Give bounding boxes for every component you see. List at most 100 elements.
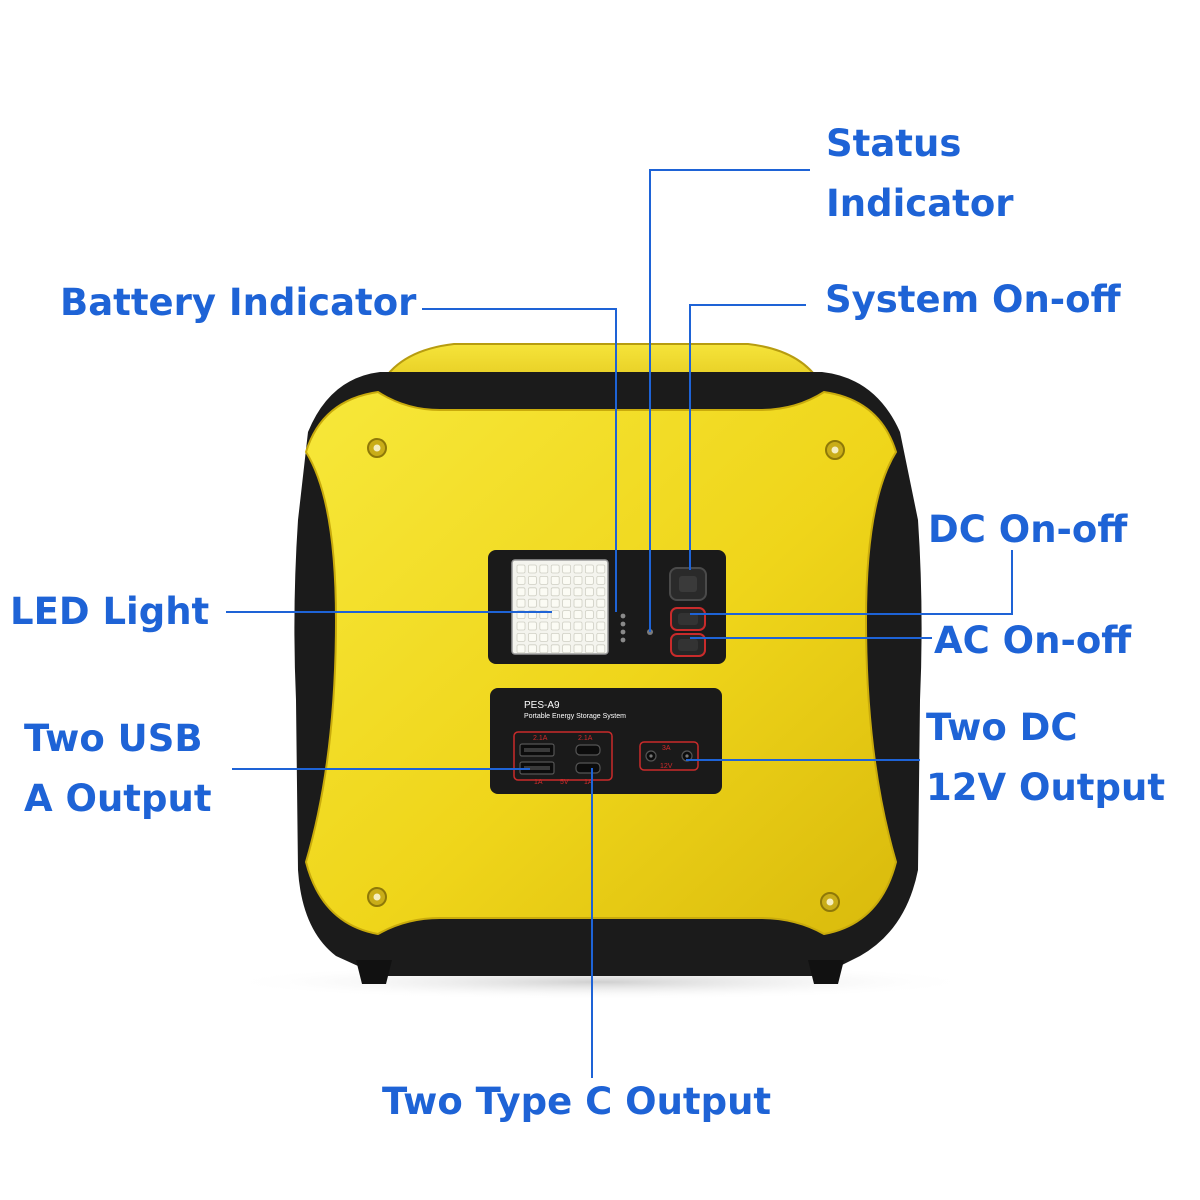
led-cell (573, 621, 583, 631)
screw-top-left (367, 438, 387, 458)
usb-output-group-outline (513, 731, 613, 781)
dc-voltage-rating: 12V (660, 763, 673, 770)
led-cell (539, 644, 549, 654)
screw-bottom-right (820, 892, 840, 912)
led-cell (539, 587, 549, 597)
led-cell (573, 610, 583, 619)
led-cell (585, 621, 594, 631)
label-led-light: LED Light (10, 590, 210, 633)
led-cell (539, 598, 549, 608)
label-dc-on-off: DC On-off (928, 508, 1128, 551)
led-cell (573, 576, 583, 585)
led-cell (585, 633, 594, 642)
usb-a-top-rating: 2.1A (533, 735, 548, 742)
battery-indicator-leds (620, 613, 626, 643)
usb-voltage-rating: 5V (560, 779, 569, 786)
led-cell (539, 621, 549, 631)
led-cell (516, 621, 526, 631)
leader-system-on-off (689, 304, 806, 570)
foot-left (356, 960, 392, 984)
led-cell (562, 564, 571, 574)
battery-led-dot (620, 629, 626, 635)
led-cell (516, 598, 526, 608)
led-cell (528, 564, 537, 574)
led-cell (573, 598, 583, 608)
leader-status-indicator (649, 169, 810, 632)
led-cell (550, 633, 560, 642)
screw-top-right (825, 440, 845, 460)
led-cell (550, 564, 560, 574)
led-cell (550, 576, 560, 585)
led-cell (516, 564, 526, 574)
usb-a-port-top[interactable] (519, 743, 555, 757)
led-cell (528, 598, 537, 608)
dc-current-rating: 3A (662, 745, 671, 752)
label-system-on-off: System On-off (825, 278, 1121, 321)
led-cell (585, 610, 594, 619)
usb-c-top-rating: 2.1A (578, 735, 593, 742)
led-cell (596, 621, 606, 631)
led-cell (596, 610, 606, 619)
led-cell (516, 633, 526, 642)
led-cell (585, 598, 594, 608)
led-cell (539, 633, 549, 642)
led-cell (528, 587, 537, 597)
led-cell (528, 644, 537, 654)
usb-c-port-bottom[interactable] (575, 762, 601, 774)
label-ac-on-off: AC On-off (934, 619, 1132, 662)
led-cell (585, 644, 594, 654)
led-cell (516, 644, 526, 654)
label-two-dc-12v-output: Two DC 12V Output (926, 706, 1166, 809)
led-cell (596, 633, 606, 642)
leader-dc-on-off (690, 550, 1013, 615)
led-cell (539, 576, 549, 585)
led-cell (528, 576, 537, 585)
led-cell (596, 587, 606, 597)
usb-c-bottom-rating: 1A (584, 779, 593, 786)
led-grid (516, 564, 606, 654)
usb-c-port-top[interactable] (575, 744, 601, 756)
label-battery-indicator: Battery Indicator (60, 281, 417, 324)
dc-port-right[interactable] (681, 750, 693, 762)
usb-a-bottom-rating: 1A (534, 779, 543, 786)
led-cell (528, 633, 537, 642)
led-cell (596, 598, 606, 608)
led-cell (573, 644, 583, 654)
led-cell (596, 644, 606, 654)
led-cell (596, 576, 606, 585)
led-cell (573, 564, 583, 574)
ac-power-button[interactable] (670, 633, 706, 657)
led-cell (562, 644, 571, 654)
battery-led-dot (620, 621, 626, 627)
dc-power-button[interactable] (670, 607, 706, 631)
led-cell (516, 587, 526, 597)
led-cell (550, 610, 560, 619)
led-cell (585, 576, 594, 585)
led-cell (573, 587, 583, 597)
model-name: PES-A9 (524, 700, 560, 711)
led-cell (550, 621, 560, 631)
model-subtitle: Portable Energy Storage System (524, 713, 626, 720)
led-cell (562, 621, 571, 631)
screw-bottom-left (367, 887, 387, 907)
led-cell (562, 598, 571, 608)
leader-battery-indicator (422, 308, 617, 612)
dc-output-group-outline (639, 741, 699, 771)
label-two-type-c-output: Two Type C Output (382, 1080, 772, 1123)
label-two-usb-a-output: Two USB A Output (24, 717, 212, 820)
dc-port-left[interactable] (645, 750, 657, 762)
battery-led-dot (620, 613, 626, 619)
led-cell (585, 564, 594, 574)
label-status-indicator: Status Indicator (826, 122, 1014, 225)
led-cell (528, 621, 537, 631)
battery-led-dot (620, 637, 626, 643)
led-cell (550, 587, 560, 597)
led-cell (550, 598, 560, 608)
led-cell (562, 587, 571, 597)
system-power-button[interactable] (669, 567, 707, 601)
led-cell (539, 564, 549, 574)
led-cell (573, 633, 583, 642)
led-cell (562, 610, 571, 619)
led-cell (562, 633, 571, 642)
